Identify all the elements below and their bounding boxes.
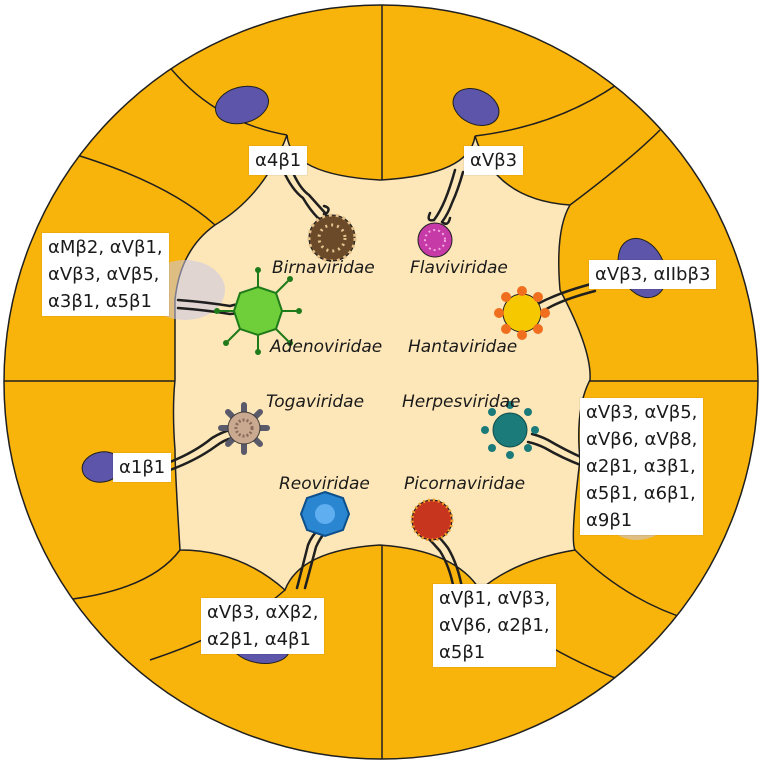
picornaviridae-virion <box>410 498 454 542</box>
hantaviridae-receptors: αVβ3, αIIbβ3 <box>589 260 717 289</box>
reoviridae-name: Reoviridae <box>279 474 370 494</box>
hantaviridae-virion <box>494 286 550 340</box>
picornaviridae-name: Picornaviridae <box>404 474 526 494</box>
adenoviridae-receptors: αMβ2, αVβ1, αVβ3, αVβ5, α3β1, α5β1 <box>42 233 169 316</box>
birnaviridae-receptors: α4β1 <box>249 146 308 175</box>
hantaviridae-name: Hantaviridae <box>408 337 518 357</box>
togaviridae-receptors: α1β1 <box>113 453 172 482</box>
togaviridae-virion <box>218 402 270 455</box>
flaviviridae-receptors: αVβ3 <box>464 146 524 175</box>
reoviridae-virion <box>299 490 351 538</box>
receptor-tethers <box>168 166 597 592</box>
birnaviridae-virion <box>307 213 357 263</box>
adenoviridae-virion <box>214 267 302 355</box>
nucleus <box>452 88 500 126</box>
flaviviridae-virion <box>417 222 453 258</box>
herpesviridae-name: Herpesviridae <box>402 392 521 412</box>
herpesviridae-receptors: αVβ3, αVβ5, αVβ6, αVβ8, α2β1, α3β1, α5β1… <box>580 398 704 535</box>
picornaviridae-receptors: αVβ1, αVβ3, αVβ6, α2β1, α5β1 <box>433 584 557 667</box>
herpesviridae-virion <box>481 401 539 459</box>
birnaviridae-name: Birnaviridae <box>272 258 375 278</box>
togaviridae-name: Togaviridae <box>266 392 365 412</box>
flaviviridae-name: Flaviviridae <box>410 258 508 278</box>
reoviridae-receptors: αVβ3, αXβ2, α2β1, α4β1 <box>201 598 325 654</box>
nucleus <box>215 85 269 125</box>
adenoviridae-name: Adenoviridae <box>270 337 383 357</box>
